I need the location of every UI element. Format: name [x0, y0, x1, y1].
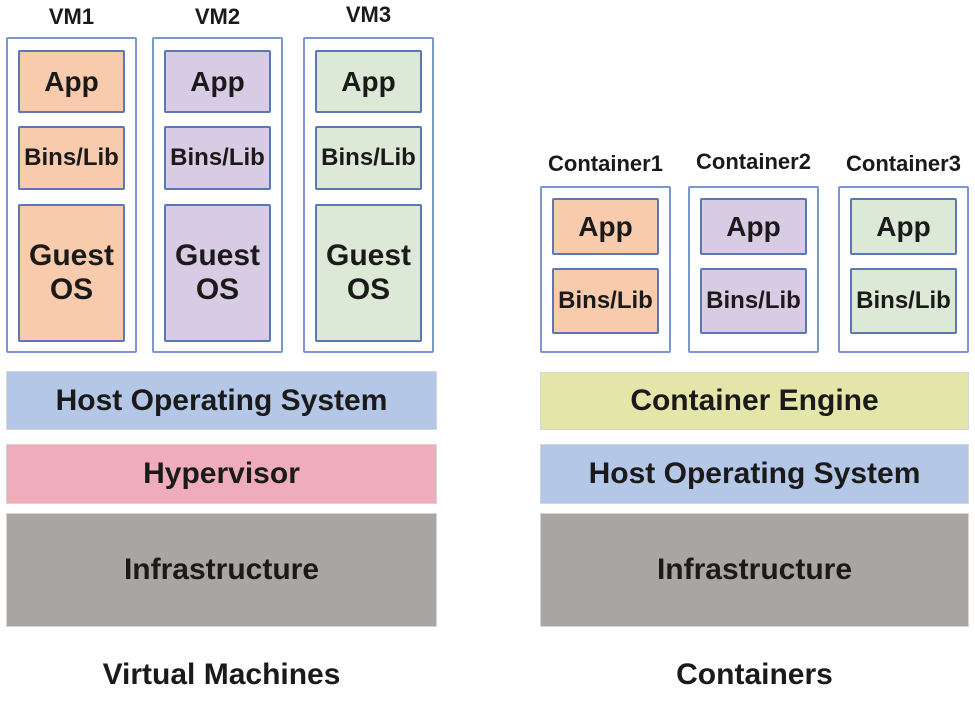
vm1-title: VM1: [48, 4, 95, 29]
container1-binslib-box: Bins/Lib: [552, 268, 659, 334]
container1-box: App Bins/Lib: [540, 186, 671, 353]
layer-infrastructure-right: Infrastructure: [540, 513, 969, 627]
container3-box: App Bins/Lib: [838, 186, 969, 353]
vm1-guestos-box: Guest OS: [18, 204, 125, 342]
vm1-box: App Bins/Lib Guest OS: [6, 37, 137, 353]
vm3-guestos-box: Guest OS: [315, 204, 422, 342]
container3-app-box: App: [850, 198, 957, 255]
container2-binslib-box: Bins/Lib: [700, 268, 807, 334]
layer-hypervisor: Hypervisor: [6, 444, 437, 504]
vm2-app-box: App: [164, 50, 271, 113]
virtual-machines-caption: Virtual Machines: [102, 658, 341, 691]
container2-box: App Bins/Lib: [688, 186, 819, 353]
containers-caption: Containers: [676, 658, 833, 691]
vm2-binslib-box: Bins/Lib: [164, 126, 271, 190]
vm3-app-box: App: [315, 50, 422, 113]
vm3-box: App Bins/Lib Guest OS: [303, 37, 434, 353]
container1-app-box: App: [552, 198, 659, 255]
layer-container-engine: Container Engine: [540, 372, 969, 430]
vm2-guestos-box: Guest OS: [164, 204, 271, 342]
vm1-binslib-box: Bins/Lib: [18, 126, 125, 190]
container3-binslib-box: Bins/Lib: [850, 268, 957, 334]
layer-host-os-right: Host Operating System: [540, 444, 969, 504]
container1-title: Container1: [548, 151, 663, 176]
container3-title: Container3: [846, 151, 961, 176]
vm1-app-box: App: [18, 50, 125, 113]
container2-app-box: App: [700, 198, 807, 255]
vm2-title: VM2: [194, 4, 241, 29]
container2-title: Container2: [696, 149, 811, 174]
vm3-binslib-box: Bins/Lib: [315, 126, 422, 190]
vm2-box: App Bins/Lib Guest OS: [152, 37, 283, 353]
layer-host-os-left: Host Operating System: [6, 371, 437, 430]
layer-infrastructure-left: Infrastructure: [6, 513, 437, 627]
vm3-title: VM3: [345, 2, 392, 27]
